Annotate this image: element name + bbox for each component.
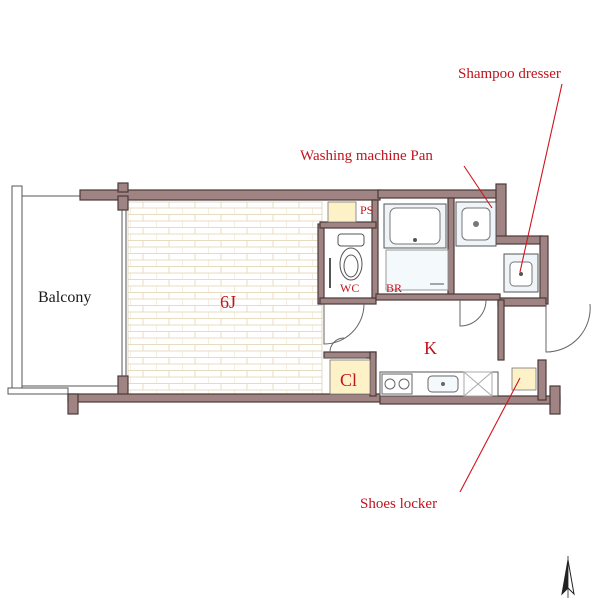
label-6j: 6J (220, 292, 236, 312)
north-arrow-icon (561, 556, 575, 598)
label-balcony: Balcony (38, 289, 91, 306)
label-washing-machine-pan: Washing machine Pan (300, 148, 433, 164)
shoes-locker (511, 367, 537, 391)
leader-lines (459, 83, 563, 493)
label-shoes-locker: Shoes locker (360, 496, 437, 512)
shampoo-dresser-icon (503, 253, 539, 293)
ps-box (327, 201, 357, 223)
label-ps: PS (360, 203, 373, 217)
kitchen-counter (379, 371, 499, 397)
label-closet: Cl (340, 370, 357, 390)
balcony (7, 185, 118, 395)
label-wc: WC (340, 281, 359, 295)
room-6j-floor (127, 201, 323, 395)
toilet-icon (329, 233, 365, 288)
bathtub-icon (383, 203, 449, 291)
washing-machine-pan-icon (455, 201, 497, 247)
label-shampoo-dresser: Shampoo dresser (458, 66, 561, 82)
label-br: BR (386, 281, 402, 295)
closet (329, 359, 371, 395)
walls (67, 182, 561, 415)
label-kitchen: K (424, 338, 437, 358)
door-swings (323, 299, 591, 359)
